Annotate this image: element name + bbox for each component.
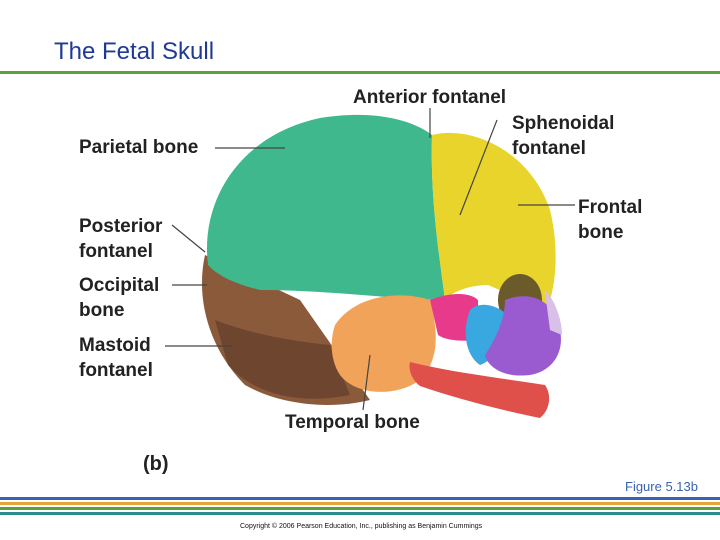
label-posterior-line1: Posterior — [79, 216, 163, 237]
label-sphenoidal-line2: fontanel — [512, 138, 586, 159]
label-sphenoidal-line1: Sphenoidal — [512, 113, 615, 134]
figure-reference: Figure 5.13b — [625, 479, 698, 494]
label-frontal-line1: Frontal — [578, 197, 643, 218]
label-posterior-line2: fontanel — [79, 241, 153, 262]
panel-label: (b) — [143, 453, 169, 475]
label-occipital-line1: Occipital — [79, 275, 160, 296]
footer-stripe-blue — [0, 497, 720, 500]
label-parietal-bone: Parietal bone — [79, 137, 199, 158]
mandible — [409, 362, 550, 418]
page-title: The Fetal Skull — [54, 38, 215, 65]
label-temporal-bone: Temporal bone — [285, 412, 420, 433]
copyright-text: Copyright © 2006 Pearson Education, Inc.… — [240, 523, 483, 530]
frontal-bone — [431, 132, 556, 305]
mastoid-region — [215, 320, 350, 399]
zygomatic-bone — [465, 304, 510, 365]
label-occipital-line2: bone — [79, 300, 125, 321]
parietal-bone — [206, 114, 445, 300]
nasal-bone — [545, 290, 562, 335]
maxilla — [485, 296, 561, 376]
label-mastoid-line1: Mastoid — [79, 335, 151, 356]
title-underline-green — [0, 71, 720, 74]
label-frontal-line2: bone — [578, 222, 624, 243]
footer-stripe-teal — [0, 512, 720, 515]
label-mastoid-line2: fontanel — [79, 360, 153, 381]
footer-stripe-green — [0, 507, 720, 510]
footer-stripe-orange — [0, 502, 720, 505]
label-anterior-fontanel: Anterior fontanel — [353, 87, 507, 108]
